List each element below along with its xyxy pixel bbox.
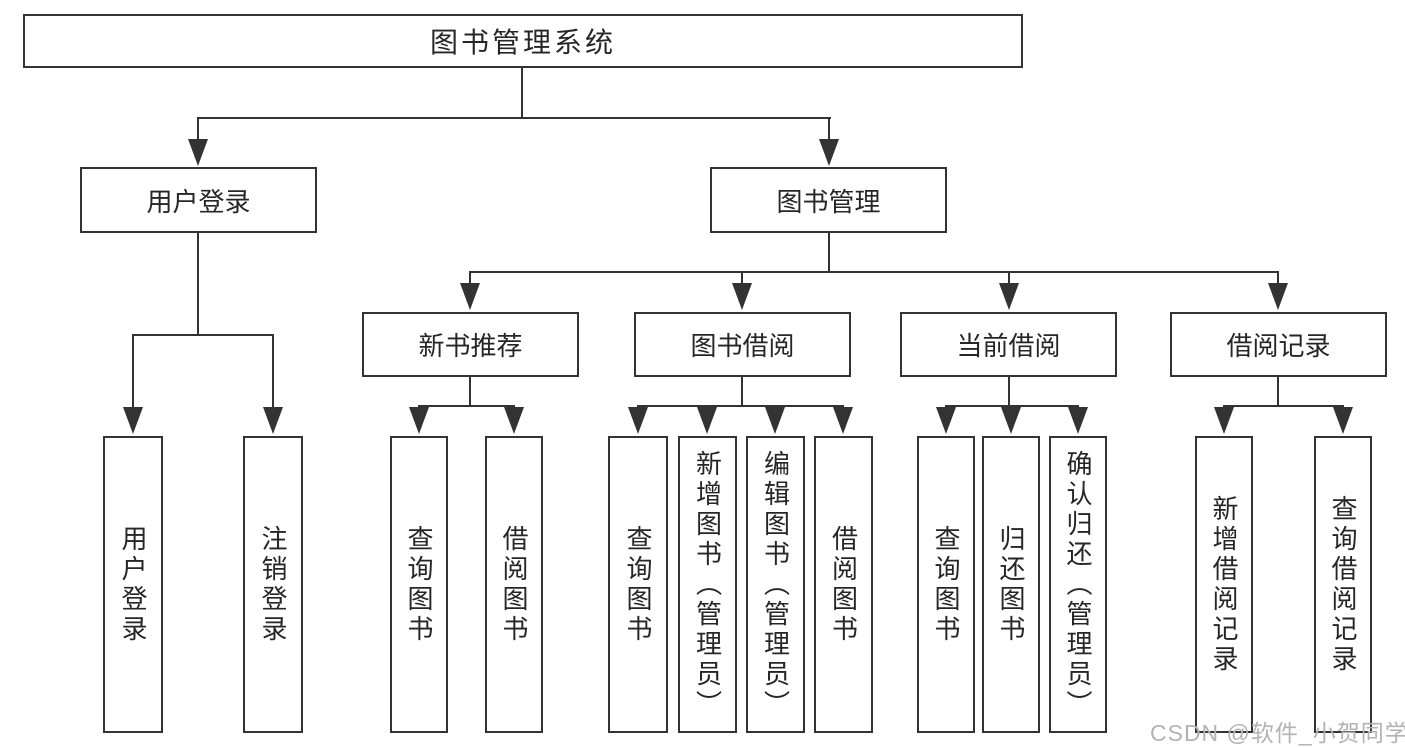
connector-line <box>1223 405 1344 407</box>
connector-line <box>828 233 830 273</box>
arrow-down-icon <box>936 407 956 434</box>
node-book-management: 图书管理 <box>710 167 947 233</box>
connector-line <box>469 271 471 285</box>
node-current-borrowing: 当前借阅 <box>900 312 1117 377</box>
node-book-borrowing: 图书借阅 <box>634 312 851 377</box>
arrow-down-icon <box>819 139 839 166</box>
node-new-book-recommend: 新书推荐 <box>362 312 579 377</box>
connector-line <box>1277 377 1279 406</box>
connector-line <box>418 405 515 407</box>
arrow-down-icon <box>833 407 853 434</box>
leaf-return-books: 归还图书 <box>982 436 1040 733</box>
connector-line <box>469 377 471 406</box>
arrow-down-icon <box>999 283 1019 310</box>
connector-line <box>828 117 830 141</box>
arrow-down-icon <box>1068 407 1088 434</box>
connector-line <box>132 334 134 410</box>
node-borrow-records: 借阅记录 <box>1170 312 1387 377</box>
leaf-edit-books-admin: 编辑图书（管理员） <box>746 436 805 733</box>
node-library-management-system: 图书管理系统 <box>23 14 1023 68</box>
arrow-down-icon <box>409 407 429 434</box>
csdn-watermark: CSDN @软件_小贺同学 <box>1150 720 1405 746</box>
arrow-down-icon <box>1333 407 1353 434</box>
connector-line <box>741 377 743 406</box>
connector-line <box>469 271 1279 273</box>
leaf-add-borrow-record: 新增借阅记录 <box>1195 436 1253 733</box>
leaf-user-login: 用户登录 <box>103 436 163 733</box>
leaf-query-books-recommend: 查询图书 <box>390 436 448 733</box>
connector-line <box>132 334 274 336</box>
connector-line <box>637 405 844 407</box>
arrow-down-icon <box>1214 407 1234 434</box>
connector-line <box>197 117 199 141</box>
leaf-query-books-borrowing: 查询图书 <box>608 436 668 733</box>
leaf-borrow-books-recommend: 借阅图书 <box>485 436 543 733</box>
arrow-down-icon <box>123 407 143 434</box>
leaf-borrow-books: 借阅图书 <box>814 436 873 733</box>
leaf-query-books-current: 查询图书 <box>917 436 975 733</box>
arrow-down-icon <box>765 407 785 434</box>
leaf-query-borrow-record: 查询借阅记录 <box>1314 436 1372 733</box>
leaf-confirm-return-admin: 确认归还（管理员） <box>1049 436 1107 733</box>
arrow-down-icon <box>460 283 480 310</box>
connector-line <box>197 117 831 119</box>
node-user-login: 用户登录 <box>80 167 317 233</box>
arrow-down-icon <box>628 407 648 434</box>
connector-line <box>945 405 1079 407</box>
arrow-down-icon <box>1268 283 1288 310</box>
leaf-add-books-admin: 新增图书（管理员） <box>678 436 737 733</box>
arrow-down-icon <box>188 139 208 166</box>
arrow-down-icon <box>732 283 752 310</box>
connector-line <box>1277 271 1279 285</box>
connector-line <box>1008 271 1010 285</box>
connector-line <box>521 68 523 118</box>
arrow-down-icon <box>697 407 717 434</box>
connector-line <box>741 271 743 285</box>
connector-line <box>272 334 274 410</box>
arrow-down-icon <box>1001 407 1021 434</box>
connector-line <box>197 233 199 336</box>
leaf-logout: 注销登录 <box>243 436 303 733</box>
arrow-down-icon <box>504 407 524 434</box>
connector-line <box>1008 377 1010 406</box>
arrow-down-icon <box>263 407 283 434</box>
